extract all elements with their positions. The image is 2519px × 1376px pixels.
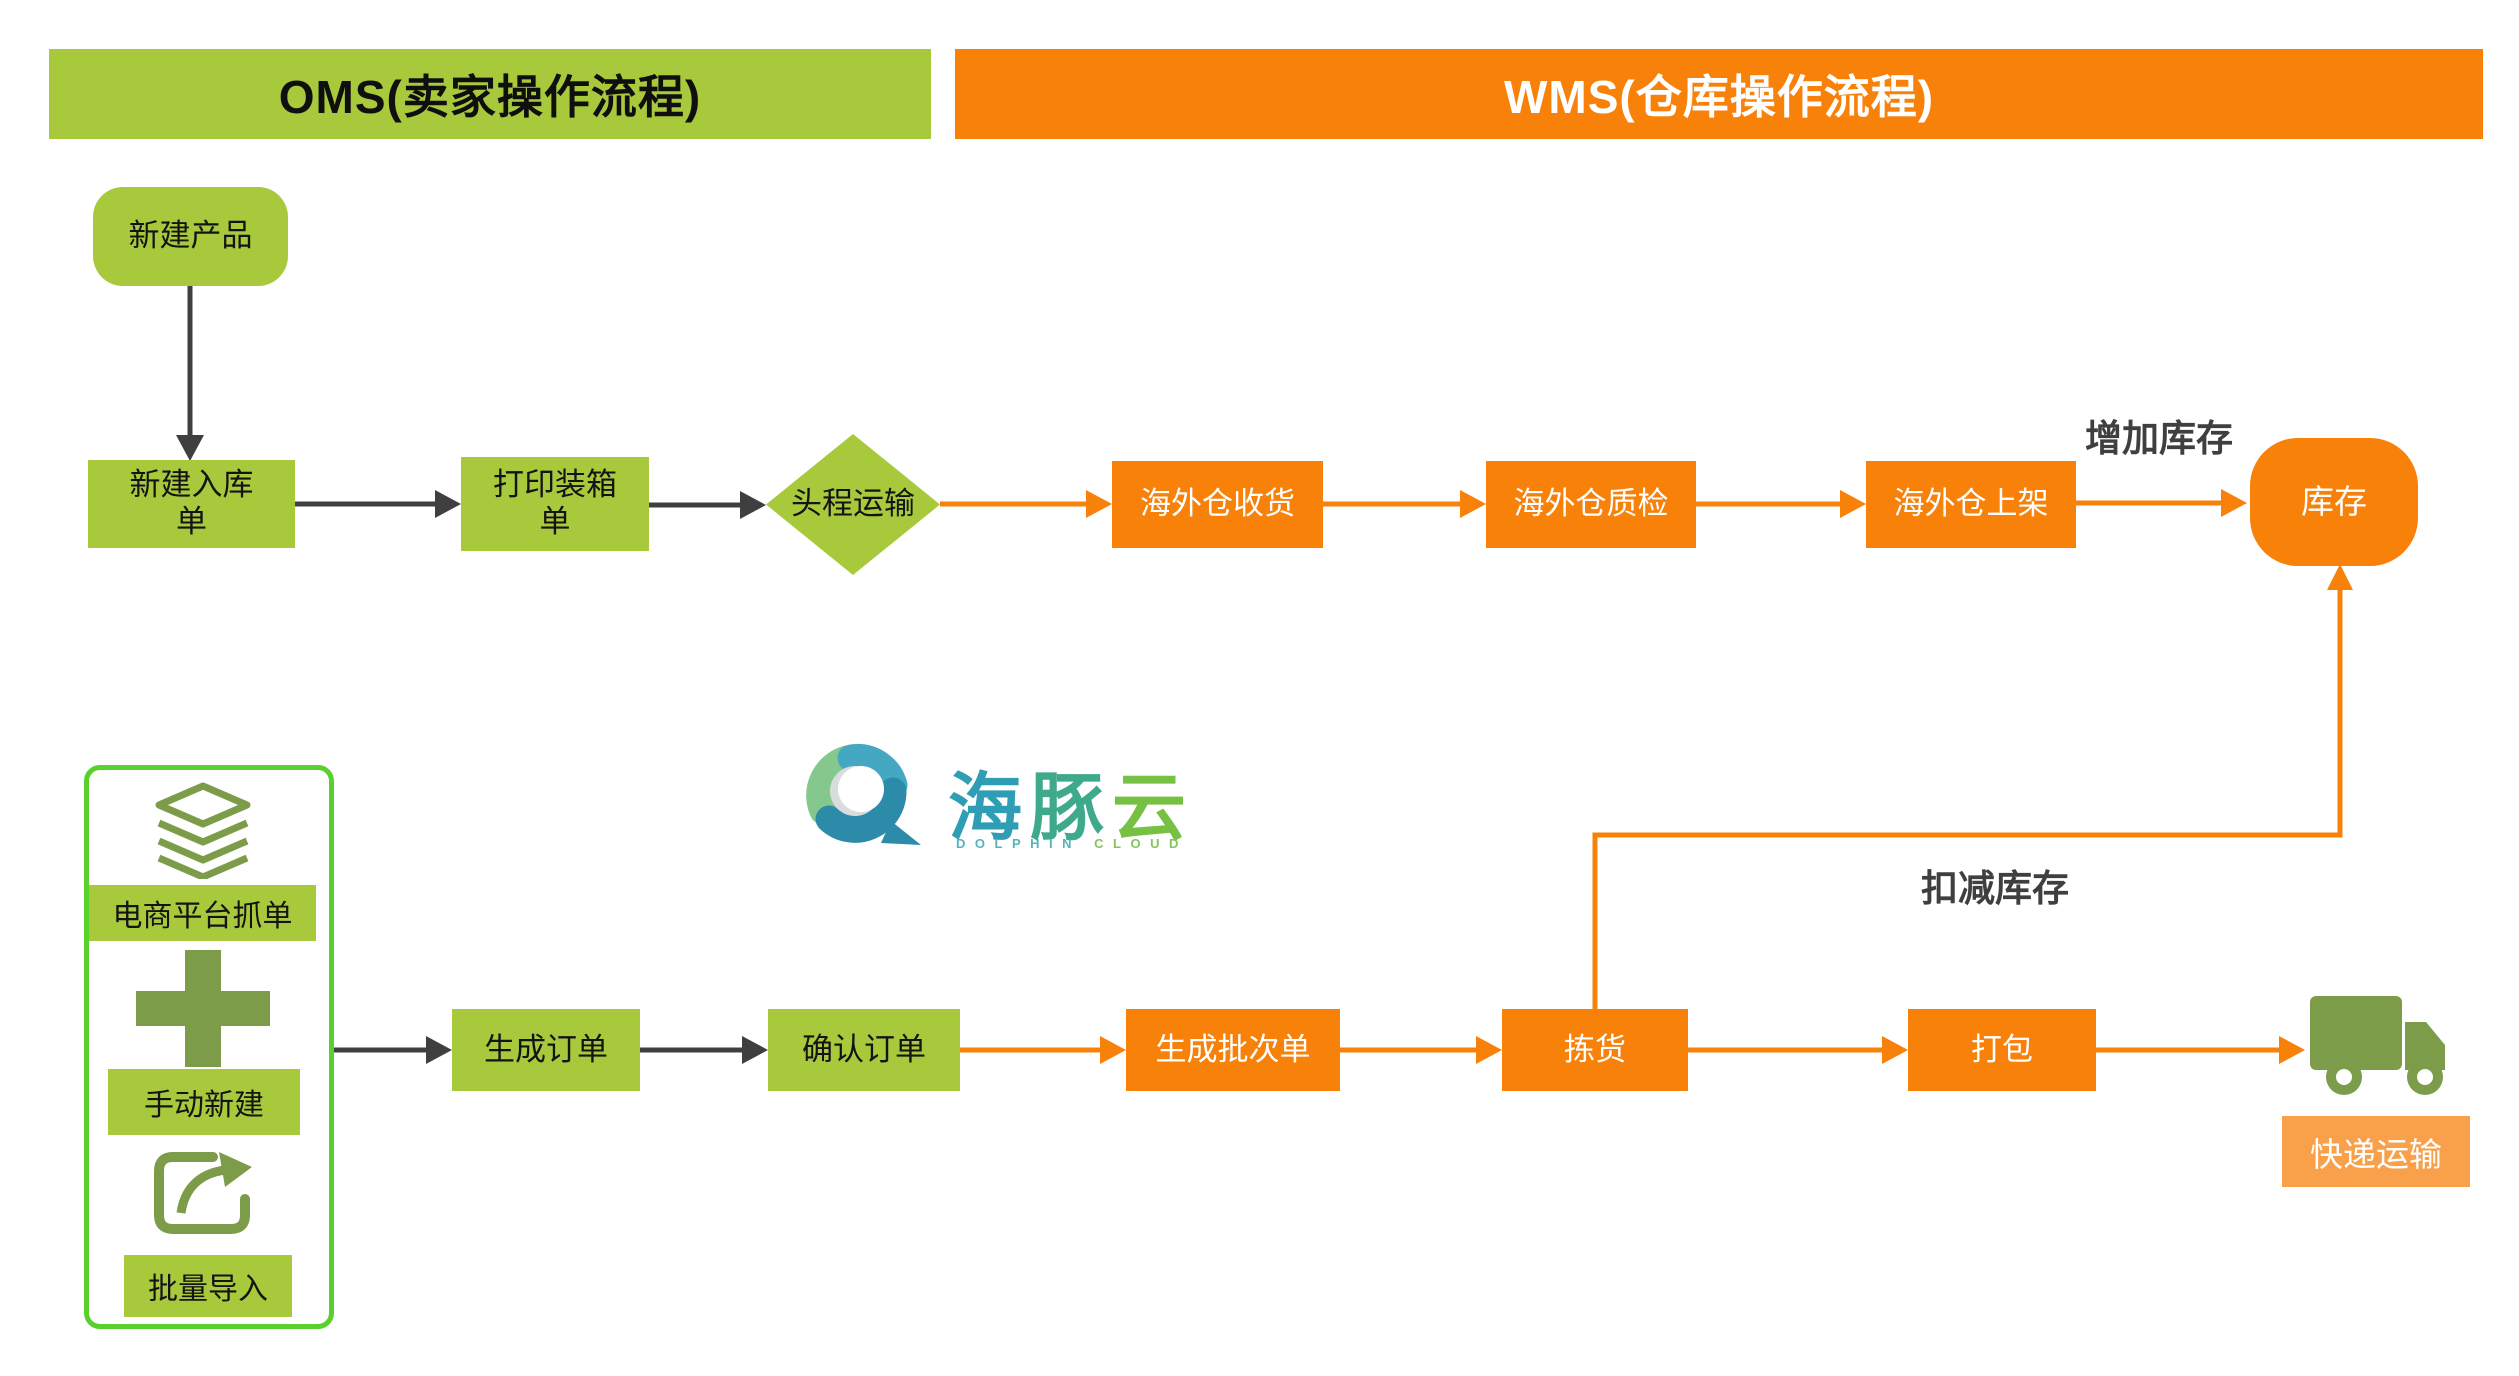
source-platform-capture: 电商平台抓单 bbox=[89, 885, 316, 941]
brand-subtitle-word1: DOLPHIN bbox=[956, 836, 1081, 851]
node-new-product: 新建产品 bbox=[93, 187, 288, 286]
node-inventory-store: 库存 bbox=[2250, 438, 2418, 566]
node-express-transport: 快递运输 bbox=[2282, 1116, 2470, 1187]
wms-header: WMS(仓库操作流程) bbox=[955, 49, 2483, 139]
brand-char-1: 海 bbox=[948, 766, 1030, 849]
node-picking: 拣货 bbox=[1502, 1009, 1688, 1091]
node-overseas-receiving: 海外仓收货 bbox=[1112, 461, 1323, 548]
node-generate-batch: 生成批次单 bbox=[1126, 1009, 1340, 1091]
node-first-leg-transport: 头程运输 bbox=[766, 434, 940, 575]
dolphin-cloud-swirl-icon bbox=[795, 733, 929, 857]
plus-icon bbox=[136, 950, 270, 1067]
node-new-inbound-order: 新建入库单 bbox=[88, 460, 295, 548]
node-overseas-qc: 海外仓质检 bbox=[1486, 461, 1696, 548]
oms-header: OMS(卖家操作流程) bbox=[49, 49, 931, 139]
brand-char-3: 云 bbox=[1112, 766, 1194, 849]
node-overseas-shelving: 海外仓上架 bbox=[1866, 461, 2076, 548]
node-generate-order: 生成订单 bbox=[452, 1009, 640, 1091]
brand-name: 海豚云 bbox=[948, 748, 1194, 855]
brand-char-2: 豚 bbox=[1030, 766, 1112, 849]
brand-subtitle: DOLPHIN CLOUD bbox=[956, 836, 1188, 851]
export-icon bbox=[147, 1147, 260, 1241]
source-batch-import: 批量导入 bbox=[124, 1255, 292, 1317]
source-manual-create: 手动新建 bbox=[108, 1069, 300, 1135]
truck-icon bbox=[2308, 990, 2458, 1100]
layers-stack-icon bbox=[153, 782, 253, 879]
node-print-packing-list: 打印装箱单 bbox=[461, 457, 649, 551]
increase-inventory-label: 增加库存 bbox=[2085, 418, 2233, 459]
brand-subtitle-word2: CLOUD bbox=[1094, 836, 1188, 851]
node-confirm-order: 确认订单 bbox=[768, 1009, 960, 1091]
node-packing: 打包 bbox=[1908, 1009, 2096, 1091]
decrease-inventory-label: 扣减库存 bbox=[1921, 868, 2069, 909]
